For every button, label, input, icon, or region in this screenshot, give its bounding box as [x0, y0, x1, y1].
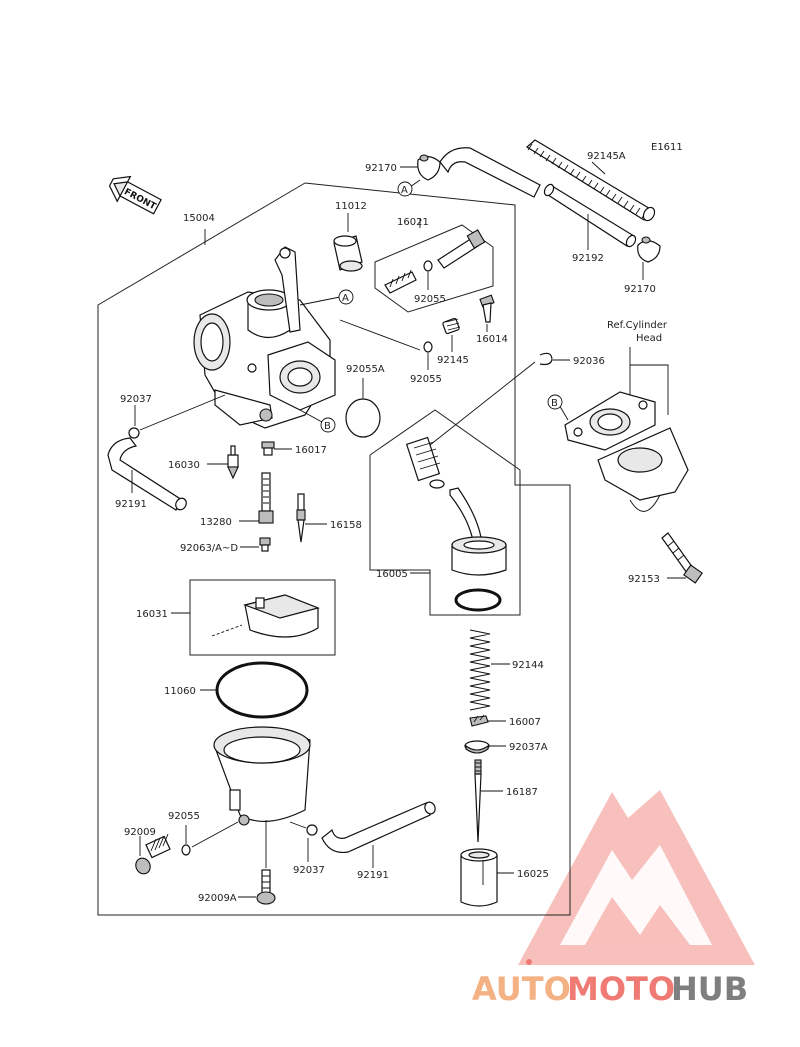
watermark-moto: MOTO [567, 970, 675, 1008]
watermark-auto: AUTO [472, 970, 571, 1008]
part-16031-float [211, 594, 320, 638]
part-92055-oring-b [423, 341, 433, 353]
part-92037A-retainer [464, 740, 490, 754]
callout-b-body [320, 417, 336, 433]
assembly-frame [97, 182, 571, 916]
label-92037-a: 92037 [120, 394, 152, 405]
label-92145A: 92145A [587, 151, 626, 162]
label-92009A: 92009A [198, 893, 237, 904]
part-92192-hose [543, 183, 637, 248]
ref-label-line1: Ref.Cylinder [607, 320, 668, 331]
part-16007-needle-clip [469, 714, 489, 727]
part-92036-clip [539, 352, 553, 366]
label-11060: 11060 [164, 686, 196, 697]
mixture-screw-box [374, 224, 494, 313]
ref-label-line2: Head [636, 333, 662, 344]
callout-a-body [338, 289, 354, 305]
part-92037-clip-b [306, 824, 318, 836]
label-92191-b: 92191 [357, 870, 389, 881]
label-92055-b: 92055 [410, 374, 442, 385]
part-13280-jet-holder [258, 472, 274, 524]
callout-a-top-text: A [401, 185, 408, 196]
part-92055A-oring [345, 398, 381, 438]
part-92009-drain-screw [135, 833, 171, 875]
part-11060-gasket [215, 661, 309, 719]
callout-b-ref [547, 394, 563, 410]
part-insulator-manifold [564, 391, 689, 512]
callout-a-body-text: A [342, 293, 349, 304]
part-92063-main-jet [259, 537, 271, 552]
part-16005-throttle-assembly [405, 436, 507, 612]
label-92145: 92145 [437, 355, 469, 366]
part-92153-bolt [661, 532, 703, 584]
label-16005: 16005 [376, 569, 408, 580]
part-16158-pilot-jet [296, 493, 306, 543]
throttle-valve-box [369, 409, 521, 616]
label-16007: 16007 [509, 717, 541, 728]
label-92036: 92036 [573, 356, 605, 367]
watermark-hub: HUB [671, 970, 748, 1008]
label-16187: 16187 [506, 787, 538, 798]
label-92170-b: 92170 [624, 284, 656, 295]
label-13280: 13280 [200, 517, 232, 528]
part-92144-spring [469, 629, 491, 711]
watermark-logo [518, 790, 755, 965]
part-92145A-spring-hose [525, 139, 656, 222]
part-92009A-screw [256, 869, 276, 905]
callout-b-body-text: B [324, 421, 331, 432]
part-92037-clip-a [128, 427, 140, 439]
part-92055-oring-a [423, 260, 433, 272]
callout-a-top [397, 181, 413, 197]
watermark-text: AUTO MOTO HUB [472, 970, 748, 1008]
label-92170-a: 92170 [365, 163, 397, 174]
label-16017: 16017 [295, 445, 327, 456]
part-92191-hose-a [107, 437, 183, 511]
part-16021-mixture-screw [384, 229, 486, 294]
label-15004: 15004 [183, 213, 215, 224]
part-16187-jet-needle [474, 759, 482, 843]
label-11012: 11012 [335, 201, 367, 212]
part-92145A-hose-short [439, 147, 541, 198]
part-92145-spring [442, 317, 461, 335]
label-92055-c: 92055 [168, 811, 200, 822]
label-92009: 92009 [124, 827, 156, 838]
label-16030: 16030 [168, 460, 200, 471]
label-92063: 92063/A~D [180, 543, 238, 554]
part-16014-screw [479, 294, 495, 323]
front-arrow-icon: FRONT [108, 175, 162, 215]
label-16031: 16031 [136, 609, 168, 620]
part-16025-throttle-valve [460, 848, 498, 907]
diagram-code: E1611 [651, 142, 683, 153]
label-16014: 16014 [476, 334, 508, 345]
label-92191-a: 92191 [115, 499, 147, 510]
part-16030-float-valve [227, 445, 239, 480]
float-box [189, 579, 336, 656]
part-92191-hose-b [321, 802, 431, 854]
callout-b-ref-text: B [551, 398, 558, 409]
label-92192: 92192 [572, 253, 604, 264]
label-16021: 16021 [397, 217, 429, 228]
carburetor-body [193, 246, 336, 429]
label-92144: 92144 [512, 660, 544, 671]
part-92055-oring-c [181, 844, 191, 856]
label-92055A: 92055A [346, 364, 385, 375]
label-92037-b: 92037 [293, 865, 325, 876]
label-16158: 16158 [330, 520, 362, 531]
label-92055-a: 92055 [414, 294, 446, 305]
part-92170-clamp-a [417, 154, 441, 181]
label-92037A: 92037A [509, 742, 548, 753]
part-92170-clamp-b [637, 236, 661, 263]
part-float-bowl [213, 726, 311, 826]
part-16017-seat [261, 441, 275, 456]
label-16025: 16025 [517, 869, 549, 880]
label-92153: 92153 [628, 574, 660, 585]
part-11012-cap [333, 235, 363, 272]
